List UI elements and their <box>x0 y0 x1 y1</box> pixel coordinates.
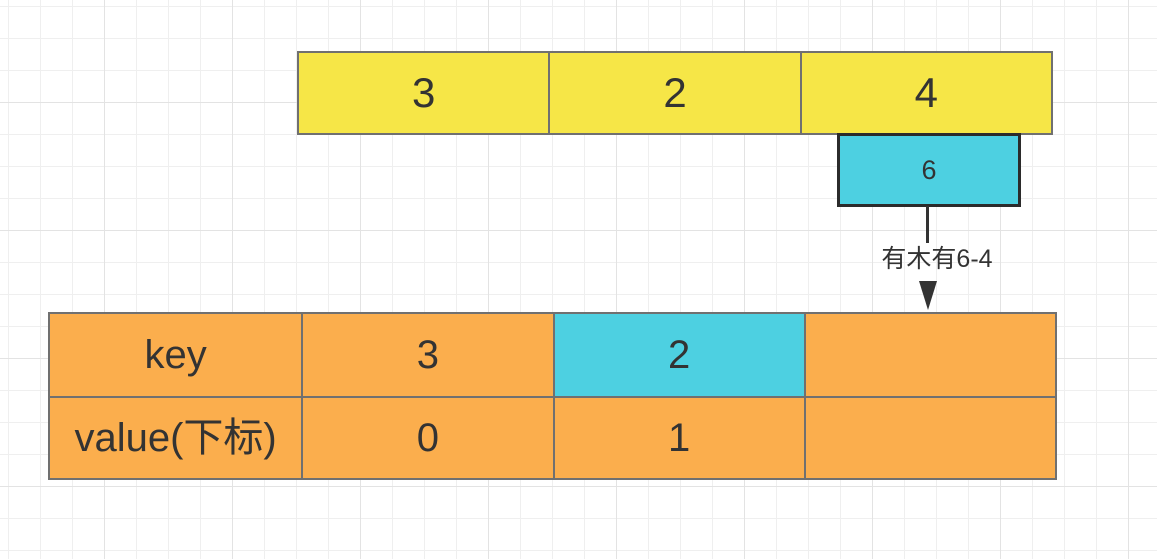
table-cell-value-header[interactable]: value(下标) <box>50 396 302 478</box>
key-header-label: key <box>144 333 207 377</box>
table-cell-value-1[interactable]: 1 <box>552 396 804 478</box>
value-header-label: value(下标) <box>74 416 277 460</box>
arrow-label[interactable]: 有木有6-4 <box>881 245 993 273</box>
input-array: 3 2 4 <box>297 51 1053 135</box>
key-1-value: 2 <box>668 333 691 377</box>
table-cell-key-header[interactable]: key <box>50 314 302 396</box>
table-cell-value-0[interactable]: 0 <box>301 396 553 478</box>
target-sum-value: 6 <box>921 154 937 185</box>
array-cell-0[interactable]: 3 <box>299 53 549 133</box>
table-cell-key-2-empty[interactable] <box>803 314 1055 396</box>
value-0-value: 0 <box>416 416 439 460</box>
array-cell-0-value: 3 <box>411 69 436 116</box>
table-cell-value-2-empty[interactable] <box>803 396 1055 478</box>
hash-map-table: key 3 2 value(下标) 0 1 <box>48 312 1057 480</box>
array-cell-1-value: 2 <box>663 69 687 116</box>
array-cell-1[interactable]: 2 <box>548 53 800 133</box>
arrow-down-head-icon <box>919 281 937 310</box>
table-cell-key-1-highlighted[interactable]: 2 <box>552 314 804 396</box>
array-cell-2-value: 4 <box>914 69 938 116</box>
value-1-value: 1 <box>668 416 691 460</box>
arrow-line <box>926 206 929 243</box>
array-cell-2[interactable]: 4 <box>799 53 1051 133</box>
table-cell-key-0[interactable]: 3 <box>301 314 553 396</box>
key-0-value: 3 <box>416 333 439 377</box>
target-sum-box[interactable]: 6 <box>837 133 1021 207</box>
